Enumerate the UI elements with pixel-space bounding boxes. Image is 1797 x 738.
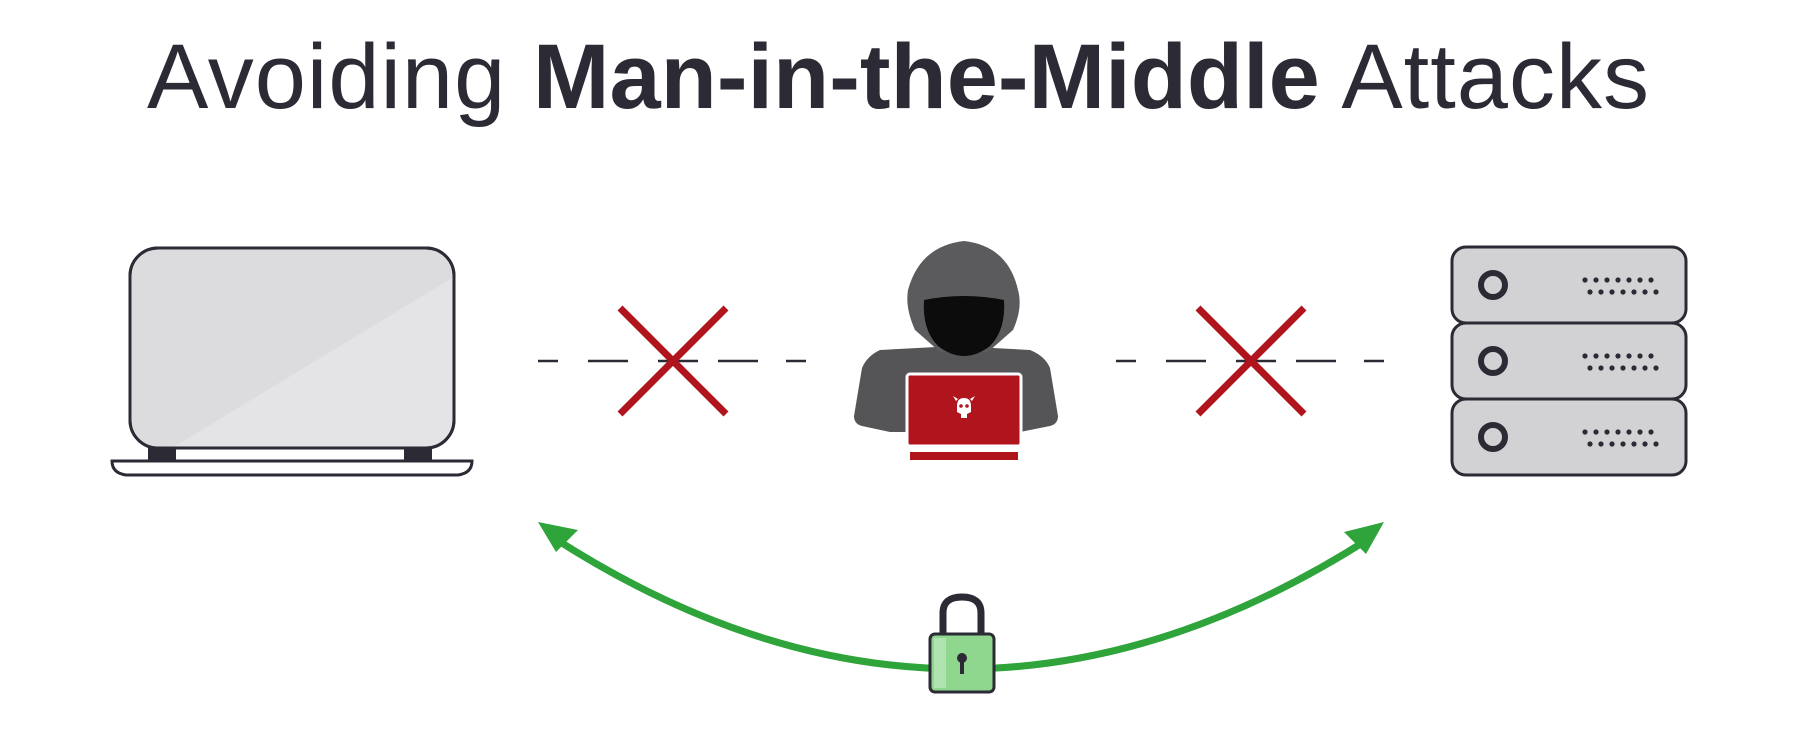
red-x-icon xyxy=(1195,305,1307,417)
server-unit xyxy=(1450,245,1688,325)
arrowhead-right-icon xyxy=(1344,522,1384,554)
red-x-icon xyxy=(617,305,729,417)
arrowhead-left-icon xyxy=(538,522,578,552)
title-prefix: Avoiding xyxy=(147,26,533,128)
server-unit xyxy=(1450,397,1688,477)
laptop-icon xyxy=(110,246,474,477)
server-unit xyxy=(1450,321,1688,401)
padlock-icon xyxy=(928,593,996,694)
server-icon xyxy=(1450,245,1688,477)
hacker-icon xyxy=(854,241,1058,460)
title-emphasis: Man-in-the-Middle xyxy=(532,26,1320,128)
title-suffix: Attacks xyxy=(1319,26,1650,128)
page-title: Avoiding Man-in-the-Middle Attacks xyxy=(0,22,1797,132)
skull-icon xyxy=(953,396,975,418)
